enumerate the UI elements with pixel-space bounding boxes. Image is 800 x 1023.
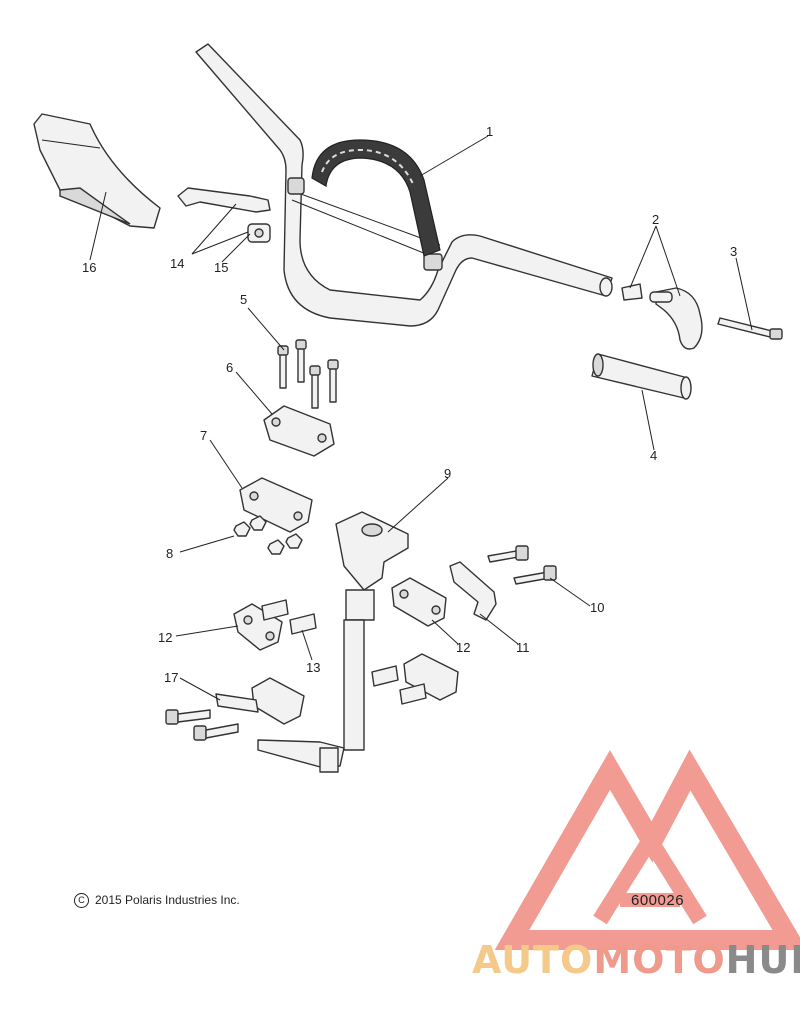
callout-10: 10: [590, 600, 604, 615]
screw[interactable]: [717, 317, 783, 340]
clamp-lower-right[interactable]: [403, 653, 459, 701]
copyright-text: 2015 Polaris Industries Inc.: [95, 893, 240, 907]
clamp-right[interactable]: [391, 577, 447, 627]
copyright-notice: C 2015 Polaris Industries Inc.: [74, 893, 240, 908]
callout-12-left: 12: [158, 630, 172, 645]
mirror-bracket[interactable]: [177, 187, 271, 213]
callout-17: 17: [164, 670, 178, 685]
mirror[interactable]: [33, 113, 161, 229]
grip[interactable]: [591, 353, 692, 400]
steering-post[interactable]: [257, 511, 409, 773]
callout-3: 3: [730, 244, 737, 259]
clamp-lower-left[interactable]: [251, 677, 305, 725]
callout-11: 11: [516, 640, 530, 655]
callout-4: 4: [650, 448, 657, 463]
logo-text-auto: AUTO: [472, 938, 594, 982]
callout-6: 6: [226, 360, 233, 375]
callout-1: 1: [486, 124, 493, 139]
bolts-pair[interactable]: [487, 545, 557, 585]
callout-13: 13: [306, 660, 320, 675]
callout-15: 15: [214, 260, 228, 275]
spacers[interactable]: [261, 599, 427, 705]
watermark-logo-text: AUTOMOTOHUB: [472, 938, 800, 982]
upper-clamp[interactable]: [263, 405, 335, 457]
callout-labels: 1 2 3 4 5 6 7 8 9 10 11 12 12 13 14 15 1…: [82, 124, 737, 685]
callout-16: 16: [82, 260, 96, 275]
callout-5: 5: [240, 292, 247, 307]
callout-7: 7: [200, 428, 207, 443]
callout-9: 9: [444, 466, 451, 481]
bolts[interactable]: [277, 339, 339, 409]
callout-14: 14: [170, 256, 184, 271]
logo-text-moto: MOTO: [593, 938, 726, 982]
mirror-clamp[interactable]: [247, 223, 271, 243]
handlebar[interactable]: [195, 43, 613, 327]
handlebar-pad[interactable]: [311, 139, 441, 257]
nuts[interactable]: [233, 515, 303, 555]
bracket[interactable]: [449, 561, 497, 621]
callout-2: 2: [652, 212, 659, 227]
copyright-icon: C: [74, 893, 89, 908]
leader-lines: [89, 135, 753, 701]
callout-8: 8: [166, 546, 173, 561]
throttle-housing[interactable]: [621, 283, 703, 350]
bolts-and-plate[interactable]: [165, 693, 259, 741]
watermark-logo-graphic: [494, 749, 800, 950]
logo-text-hub: HUB: [725, 938, 800, 982]
callout-12-right: 12: [456, 640, 470, 655]
lower-clamp[interactable]: [239, 477, 313, 533]
figure-number: 600026: [631, 892, 685, 909]
